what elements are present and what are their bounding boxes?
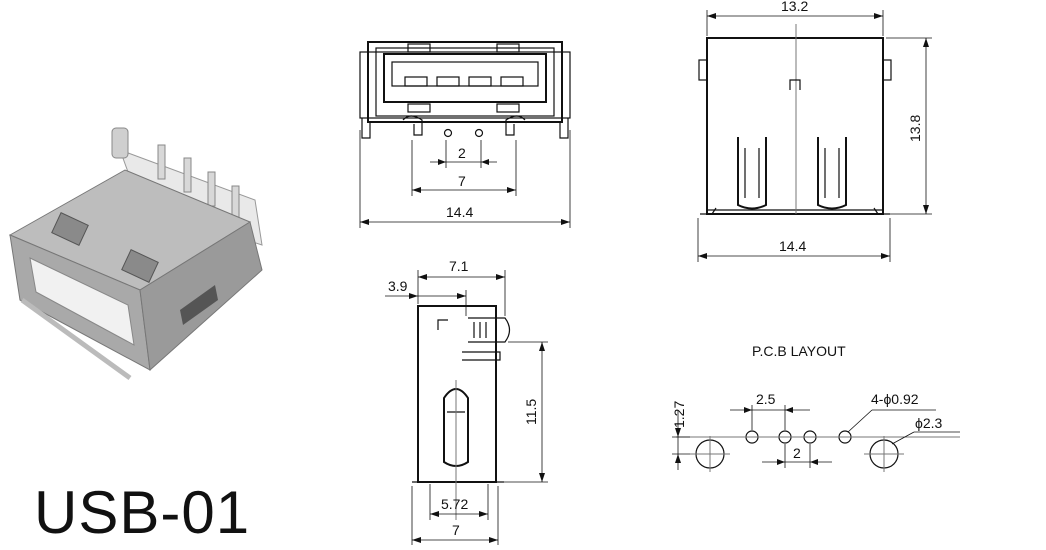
front-view: [359, 41, 571, 228]
pcb-layout: [672, 405, 960, 472]
pcb-layout-title: P.C.B LAYOUT: [752, 343, 846, 359]
pcb-dim-small-holes: 4-ϕ0.92: [871, 391, 919, 407]
model-label: USB-01: [34, 479, 251, 546]
pcb-dim-pin-span: 2.5: [756, 391, 776, 407]
side-dim-bottom: 7: [452, 522, 460, 538]
front-dim-pin-pitch: 2: [458, 145, 466, 161]
side-dim-inner: 5.72: [441, 496, 468, 512]
top-dim-height: 13.8: [907, 115, 923, 142]
product-photo: [8, 127, 263, 381]
pcb-dim-pitch: 2: [793, 445, 801, 461]
front-dim-outer-pins: 7: [458, 173, 466, 189]
top-view: [697, 10, 932, 262]
pcb-dim-large-holes: ϕ2.3: [915, 415, 943, 431]
top-dim-top-width: 13.2: [781, 0, 808, 14]
top-dim-bottom-width: 14.4: [779, 238, 806, 254]
side-dim-depth: 7.1: [449, 258, 469, 274]
side-view: [385, 270, 548, 545]
side-dim-offset: 3.9: [388, 278, 408, 294]
side-dim-height: 11.5: [523, 399, 539, 425]
front-dim-width: 14.4: [446, 204, 473, 220]
pcb-dim-row-offset: 1.27: [671, 401, 687, 428]
